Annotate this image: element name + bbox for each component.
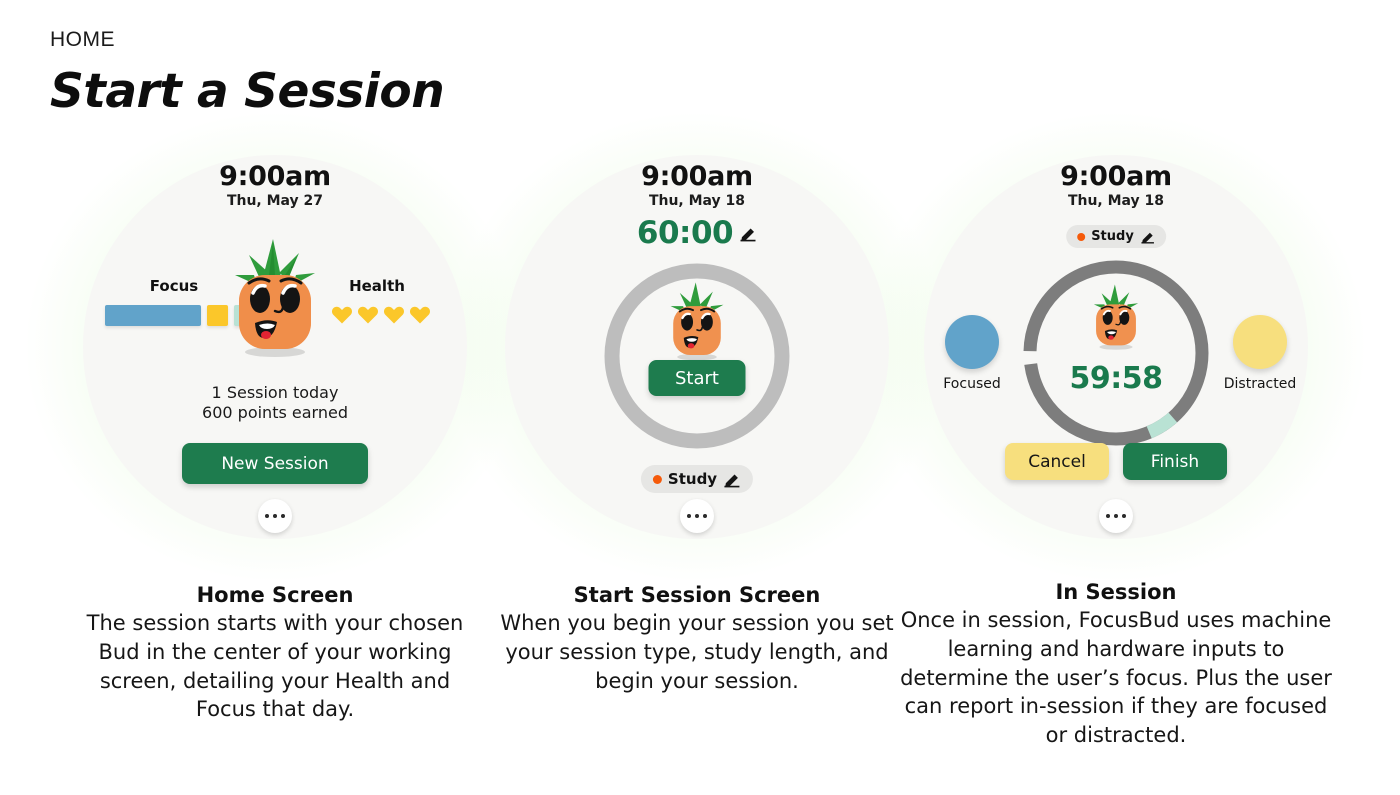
heart-icon xyxy=(410,306,430,324)
page-header: HOME Start a Session xyxy=(50,28,445,119)
session-stats: 1 Session today 600 points earned xyxy=(83,383,467,422)
session-duration: 60:00 xyxy=(636,215,734,251)
pencil-icon[interactable] xyxy=(1140,229,1155,244)
new-session-button[interactable]: New Session xyxy=(182,443,368,484)
dot-icon xyxy=(281,514,285,518)
caption-title: Start Session Screen xyxy=(573,583,821,607)
more-options-button[interactable] xyxy=(680,499,714,533)
clock-time: 9:00am xyxy=(641,161,753,192)
clock-date: Thu, May 27 xyxy=(226,193,324,209)
clock-time: 9:00am xyxy=(219,161,331,192)
caption-start-session: Start Session Screen When you begin your… xyxy=(490,583,904,695)
points-earned: 600 points earned xyxy=(202,402,348,422)
watch-screen-in-session: 9:00am Thu, May 18 Study xyxy=(924,155,1308,539)
dot-icon xyxy=(687,514,691,518)
session-type-pill[interactable]: Study xyxy=(1066,225,1166,248)
health-label: Health xyxy=(349,277,405,295)
remaining-timer: 59:58 xyxy=(1069,361,1164,396)
caption-title: In Session xyxy=(1055,580,1177,604)
clock-date: Thu, May 18 xyxy=(648,193,746,209)
focus-label: Focus xyxy=(149,277,199,295)
dot-icon xyxy=(273,514,277,518)
pencil-icon[interactable] xyxy=(739,224,757,242)
focus-segment-focused xyxy=(105,305,201,326)
session-type-dot-icon xyxy=(652,474,662,484)
distracted-label: Distracted xyxy=(1223,376,1297,392)
bud-mascot-icon xyxy=(670,282,724,361)
focused-circle-icon[interactable] xyxy=(945,315,999,369)
dot-icon xyxy=(1106,514,1110,518)
caption-home: Home Screen The session starts with your… xyxy=(68,583,482,724)
breadcrumb: HOME xyxy=(50,28,115,51)
clock-date: Thu, May 18 xyxy=(1067,193,1165,209)
bud-mascot-icon xyxy=(235,239,315,357)
session-progress-ring xyxy=(1018,255,1214,451)
report-distracted-control[interactable]: Distracted xyxy=(1217,315,1303,392)
more-options-button[interactable] xyxy=(258,499,292,533)
clock-time: 9:00am xyxy=(1060,161,1172,192)
caption-title: Home Screen xyxy=(196,583,354,607)
cancel-button[interactable]: Cancel xyxy=(1005,443,1109,480)
session-type-dot-icon xyxy=(1077,232,1086,241)
sessions-today: 1 Session today xyxy=(211,383,339,402)
dot-icon xyxy=(703,514,707,518)
watch-screen-home: 9:00am Thu, May 27 Focus Health xyxy=(83,155,467,539)
caption-body: When you begin your session you set your… xyxy=(500,611,894,693)
bud-mascot-icon xyxy=(1093,284,1139,350)
session-progress-ring xyxy=(601,260,793,452)
session-type-label: Study xyxy=(667,470,718,488)
duration-row[interactable]: 60:00 xyxy=(505,215,889,251)
session-type-pill[interactable]: Study xyxy=(640,465,754,493)
session-type-label: Study xyxy=(1091,229,1134,244)
dot-icon xyxy=(265,514,269,518)
heart-icon xyxy=(358,306,378,324)
caption-body: The session starts with your chosen Bud … xyxy=(86,611,464,722)
pencil-icon[interactable] xyxy=(723,470,741,488)
caption-in-session: In Session Once in session, FocusBud use… xyxy=(896,580,1336,750)
session-actions: Cancel Finish xyxy=(1005,443,1227,480)
focused-label: Focused xyxy=(943,376,1001,392)
dot-icon xyxy=(695,514,699,518)
page-title: Start a Session xyxy=(50,64,445,119)
heart-icon xyxy=(332,306,352,324)
dot-icon xyxy=(1122,514,1126,518)
report-focused-control[interactable]: Focused xyxy=(929,315,1015,392)
focus-segment-neutral xyxy=(207,305,228,326)
caption-body: Once in session, FocusBud uses machine l… xyxy=(900,608,1332,748)
distracted-circle-icon[interactable] xyxy=(1233,315,1287,369)
watch-screen-start-session: 9:00am Thu, May 18 60:00 xyxy=(505,155,889,539)
finish-button[interactable]: Finish xyxy=(1123,443,1227,480)
heart-icon xyxy=(384,306,404,324)
health-hearts xyxy=(331,303,431,325)
more-options-button[interactable] xyxy=(1099,499,1133,533)
start-session-button[interactable]: Start xyxy=(648,360,746,396)
dot-icon xyxy=(1114,514,1118,518)
